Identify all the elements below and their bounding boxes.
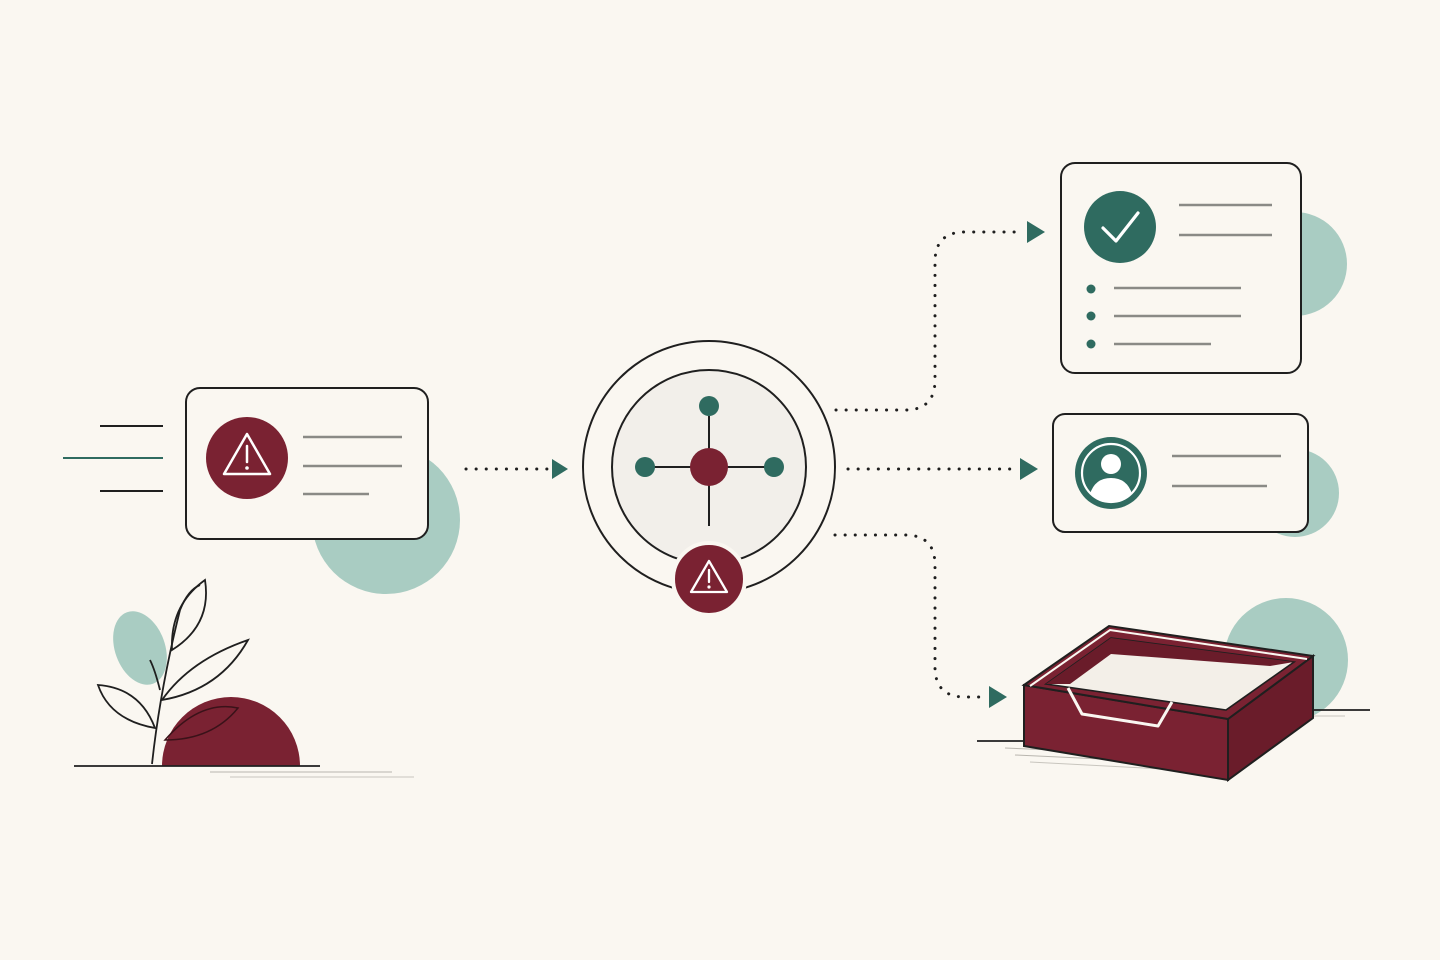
plant-stem bbox=[149, 659, 161, 691]
plant-decoration bbox=[74, 578, 414, 778]
bullet-dot bbox=[1086, 311, 1096, 321]
bullet-dot bbox=[1086, 284, 1096, 294]
edge-hub-to-assigned bbox=[846, 458, 1038, 480]
plant-leaf bbox=[160, 638, 250, 702]
leaf-outline bbox=[163, 705, 240, 741]
assigned-card-node bbox=[1052, 413, 1339, 537]
resolved-card-node bbox=[1060, 162, 1347, 374]
arrowhead bbox=[1027, 221, 1045, 243]
routing-hub-node bbox=[582, 340, 836, 617]
edge-alert-to-hub bbox=[464, 459, 568, 479]
arrowhead bbox=[989, 686, 1007, 708]
warning-icon bbox=[222, 432, 272, 476]
arrowhead bbox=[552, 459, 568, 479]
check-icon bbox=[1101, 211, 1140, 243]
network-hub-icon bbox=[635, 396, 784, 526]
user-icon bbox=[1080, 442, 1142, 504]
check-badge bbox=[1084, 191, 1156, 263]
plant-leaf bbox=[171, 578, 207, 652]
warning-icon bbox=[689, 559, 729, 594]
resolved-card bbox=[1060, 162, 1302, 374]
arrowhead bbox=[1020, 458, 1038, 480]
bullet-dot bbox=[1086, 339, 1096, 349]
inbox-tray-node bbox=[977, 598, 1370, 782]
incoming-alert-node bbox=[63, 387, 460, 594]
tray-icon bbox=[1021, 624, 1316, 782]
edge-hub-to-resolved bbox=[834, 221, 1045, 412]
edge-hub-to-tray bbox=[833, 533, 1007, 708]
plant-leaf bbox=[96, 684, 157, 730]
